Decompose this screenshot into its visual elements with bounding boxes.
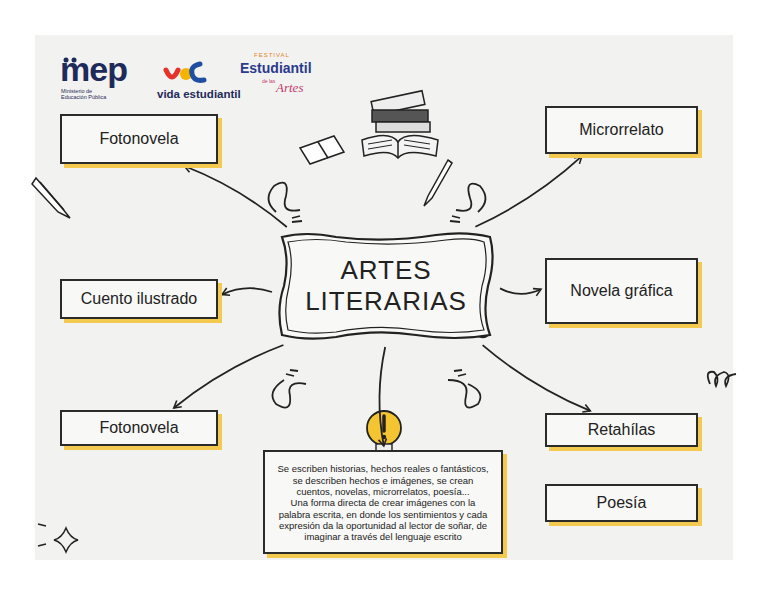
logo-text: mep xyxy=(60,52,127,86)
box-label: Novela gráfica xyxy=(570,282,672,300)
category-box: Fotonovela xyxy=(60,114,218,164)
pencil-illustration xyxy=(32,178,70,218)
box-label: Poesía xyxy=(597,494,647,512)
arrow-connector xyxy=(174,345,284,408)
logo-mark xyxy=(192,64,204,80)
title-text: ARTES LITERARIAS xyxy=(301,255,471,317)
arrow-connector xyxy=(222,288,272,294)
box-label: Fotonovela xyxy=(99,419,178,437)
pencil-illustration xyxy=(424,160,452,206)
note-text: Una forma directa de crear imágenes con … xyxy=(275,497,491,543)
frame-outline xyxy=(286,239,486,333)
arrow-connector xyxy=(500,288,541,293)
category-box: Fotonovela xyxy=(60,410,218,446)
logo-text: Estudiantil xyxy=(240,60,312,76)
box-label: Fotonovela xyxy=(99,130,178,148)
squiggle xyxy=(268,183,736,408)
logo-text: de las xyxy=(262,78,275,84)
category-box: Microrrelato xyxy=(545,106,698,154)
box-label: Microrrelato xyxy=(579,121,663,139)
arrow-connector xyxy=(379,347,385,446)
eraser-illustration xyxy=(300,136,344,164)
logo-subtext: Ministerio de Educación Pública xyxy=(61,88,107,100)
box-label: Cuento ilustrado xyxy=(81,290,198,308)
category-box: Poesía xyxy=(545,484,698,522)
category-box: Retahílas xyxy=(545,413,698,447)
arrow-connector xyxy=(184,166,286,227)
logo-text: Artes xyxy=(276,80,303,96)
books-illustration xyxy=(362,91,438,158)
logo-text: FESTIVAL xyxy=(254,52,290,58)
note-box: Se escriben historias, hechos reales o f… xyxy=(263,450,503,554)
logo-mark xyxy=(166,70,178,77)
arrow-connector xyxy=(483,345,591,411)
logo-text: vida estudiantil xyxy=(157,88,241,100)
category-box: Novela gráfica xyxy=(545,258,698,324)
frame-outline xyxy=(279,233,492,338)
box-label: Retahílas xyxy=(588,421,656,439)
star-doodle xyxy=(38,524,78,552)
arrow-connector xyxy=(475,156,582,227)
title-frame: ARTES LITERARIAS xyxy=(276,229,496,343)
note-text: Se escriben historias, hechos reales o f… xyxy=(275,463,491,497)
category-box: Cuento ilustrado xyxy=(60,279,218,319)
